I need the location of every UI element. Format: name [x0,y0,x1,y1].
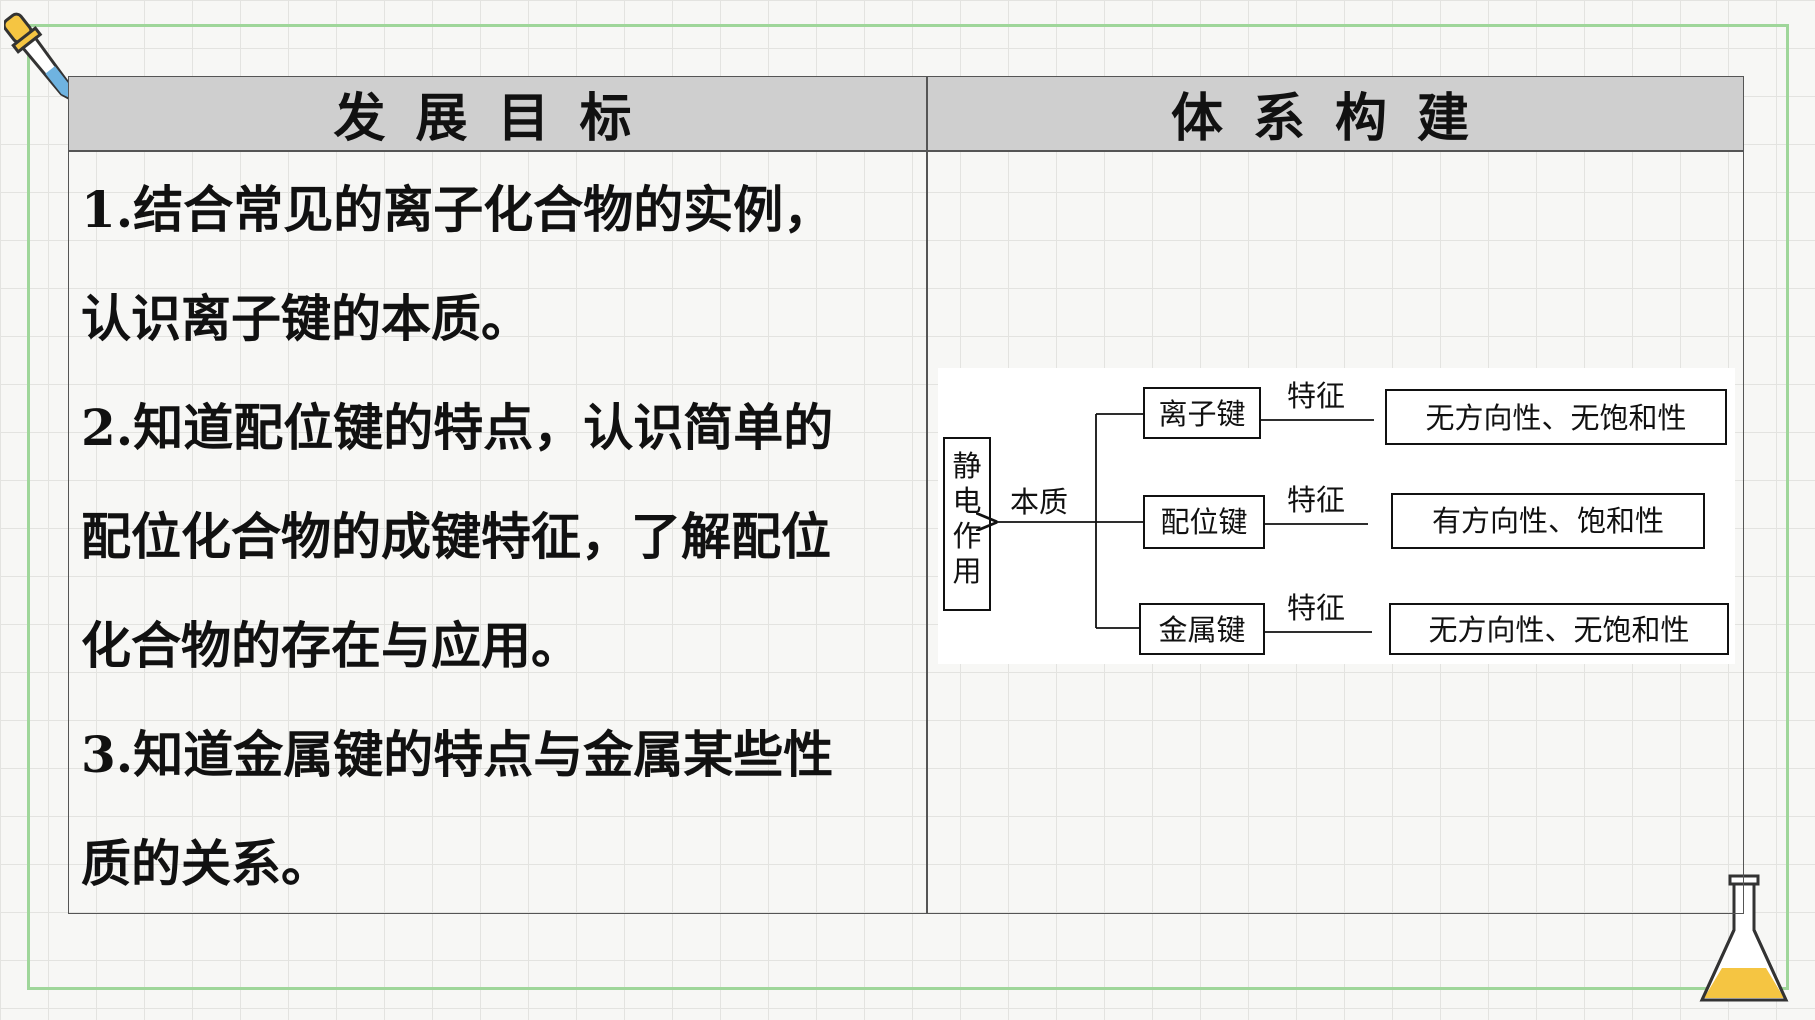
goal-1-line-2: 认识离子键的本质。 [81,289,531,348]
bond-box-3 [1139,603,1265,655]
feature-box-1 [1385,389,1727,445]
root-char-1: 静 [952,449,981,483]
bond-label-1: 离子键 [1158,397,1245,431]
bond-system-diagram: 静 电 作 用 本质 离子键 特征 无方向性、无饱和性 配位键 特征 有方向性、… [938,368,1735,664]
bond-box-2 [1143,495,1265,549]
bond-label-2: 配位键 [1160,505,1247,539]
flask-icon [1699,874,1789,1002]
page-frame [27,24,1789,990]
feature-text-3: 无方向性、无饱和性 [1428,613,1689,647]
feature-label-1: 特征 [1287,379,1345,413]
goal-3-line-2: 质的关系。 [81,834,331,893]
goal-2-line-3: 化合物的存在与应用。 [81,616,581,675]
root-char-2: 电 [952,484,981,518]
system-header: 体系构建 [927,77,1743,152]
goals-list: 1.结合常见的离子化合物的实例， 认识离子键的本质。 2.知道配位键的特点，认识… [81,155,921,918]
bond-label-3: 金属键 [1158,613,1245,647]
feature-label-2: 特征 [1287,483,1345,517]
dropper-icon [4,12,78,105]
bond-box-1 [1143,387,1261,439]
feature-label-3: 特征 [1287,591,1345,625]
root-char-4: 用 [952,554,981,588]
essence-label: 本质 [1010,485,1068,519]
goal-3-line-1: 3.知道金属键的特点与金属某些性 [81,725,834,784]
goals-header: 发展目标 [69,77,927,152]
feature-text-1: 无方向性、无饱和性 [1425,401,1686,435]
feature-box-2 [1391,493,1705,549]
column-divider [926,77,928,913]
goal-2-line-1: 2.知道配位键的特点，认识简单的 [81,398,834,457]
root-char-3: 作 [952,519,981,553]
feature-box-3 [1389,603,1729,655]
feature-text-2: 有方向性、饱和性 [1432,504,1664,538]
goal-1-line-1: 1.结合常见的离子化合物的实例， [81,180,834,239]
content-table: 发展目标 体系构建 1.结合常见的离子化合物的实例， 认识离子键的本质。 2.知… [68,76,1744,914]
goal-2-line-2: 配位化合物的成键特征，了解配位 [81,507,831,566]
